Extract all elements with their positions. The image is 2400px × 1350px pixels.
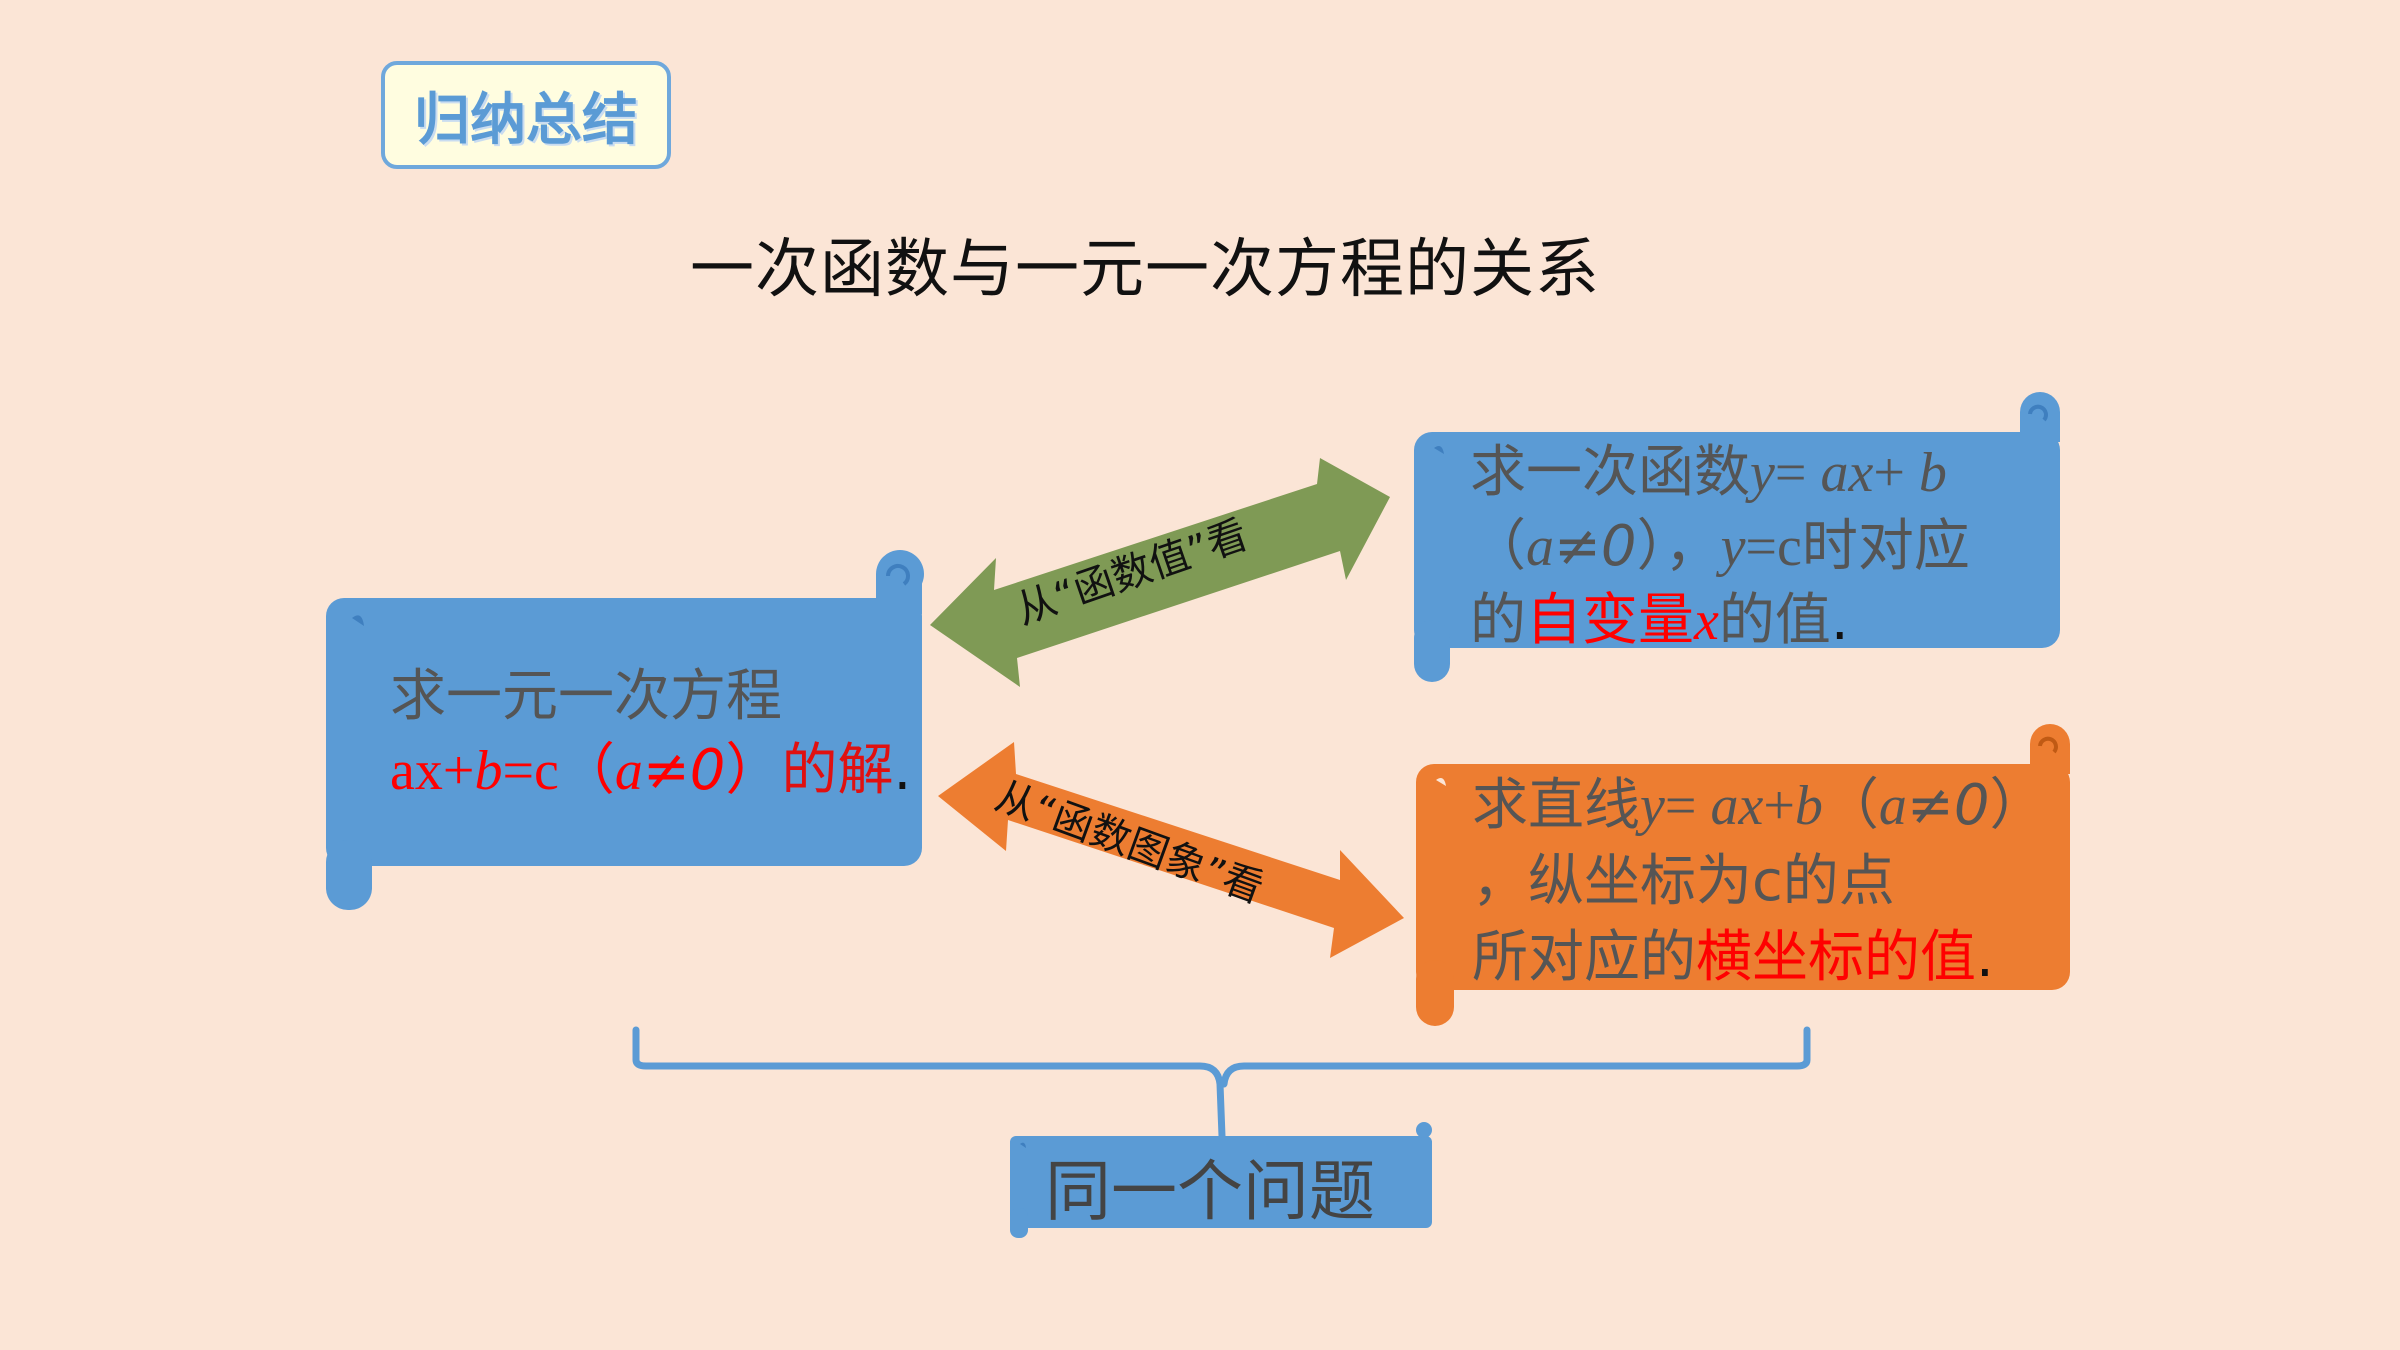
bottom-right-line3: 所对应的横坐标的值. <box>1472 925 1994 990</box>
function-graph-arrow <box>938 742 1404 958</box>
bottom-right-line1: 求直线y= ax+b（a≠0） <box>1472 773 2046 838</box>
summary-tag-label: 归纳总结 <box>414 87 638 153</box>
bracket <box>632 1026 1811 1140</box>
page-title: 一次函数与一元一次方程的关系 <box>690 233 1600 307</box>
bottom-right-box-text: 求直线y= ax+b（a≠0） ，纵坐标为c的点 所对应的横坐标的值. <box>1472 768 2045 996</box>
left-box-line2: ax+b=c（a≠0）的解. <box>390 738 912 803</box>
top-right-line1: 求一次函数y= ax+ b <box>1470 440 1947 505</box>
left-scroll-shape <box>326 550 924 910</box>
summary-tag: 归纳总结 <box>381 61 671 169</box>
left-box-text: 求一元一次方程 ax+b=c（a≠0）的解. <box>390 660 911 808</box>
top-right-box-text: 求一次函数y= ax+ b （a≠0），y=c时对应 的自变量x的值. <box>1470 436 1970 658</box>
bottom-right-scroll-shape <box>1416 724 2070 1026</box>
top-right-scroll-shape <box>1414 392 2060 682</box>
same-problem-label: 同一个问题 <box>1045 1153 1375 1230</box>
bottom-right-line2: ，纵坐标为c的点 <box>1472 849 1895 914</box>
left-box-line1: 求一元一次方程 <box>390 664 782 729</box>
function-value-arrow <box>930 458 1390 687</box>
bottom-scroll-shape <box>1010 1122 1432 1238</box>
top-right-line2: （a≠0），y=c时对应 <box>1470 514 1970 579</box>
top-right-line3: 的自变量x的值. <box>1470 588 1849 653</box>
